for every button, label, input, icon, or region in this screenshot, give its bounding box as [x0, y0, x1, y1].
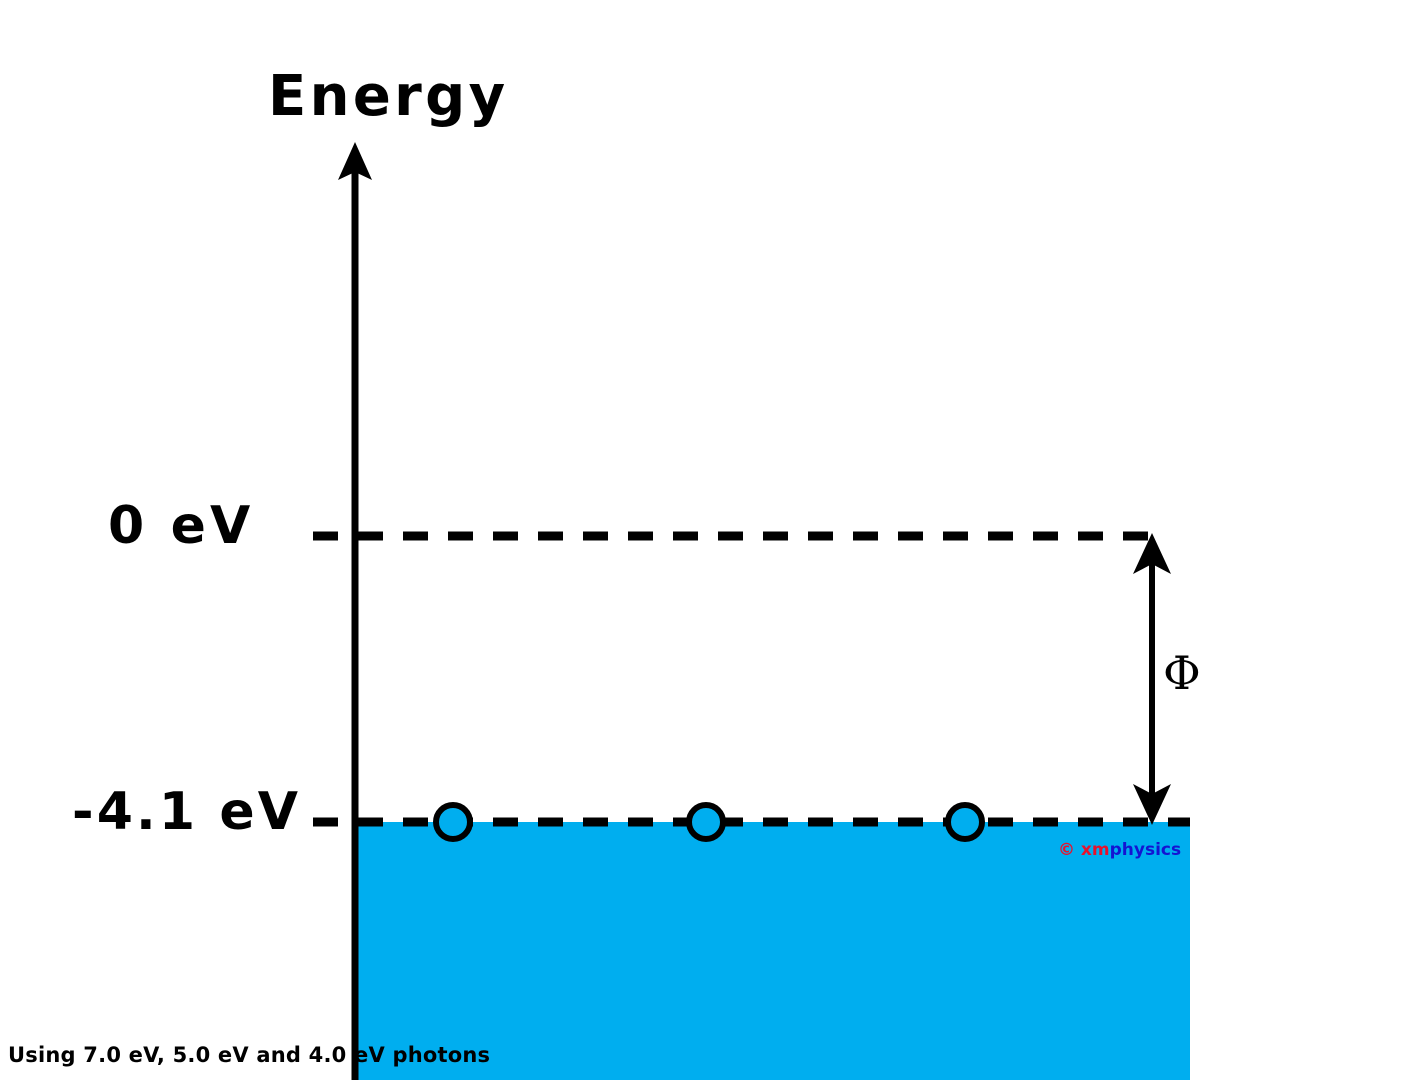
work-function-symbol: Φ — [1163, 646, 1201, 700]
work-function-arrow — [1133, 533, 1171, 825]
arrowhead-down — [1133, 784, 1171, 825]
watermark: © xmphysics — [1058, 842, 1181, 859]
electron — [433, 802, 473, 842]
energy-axis — [338, 142, 372, 1080]
figure-caption: Using 7.0 eV, 5.0 eV and 4.0 eV photons — [8, 1043, 491, 1067]
watermark-mark: © xm — [1058, 840, 1110, 860]
electron — [686, 802, 726, 842]
arrowhead-up — [1133, 533, 1171, 574]
watermark-name: physics — [1109, 840, 1182, 860]
energy-axis-label: Energy — [268, 64, 509, 129]
metal-region — [356, 822, 1190, 1080]
level-label-work-function-ev: -4.1 eV — [72, 782, 302, 842]
level-label-zero-ev: 0 eV — [108, 496, 255, 556]
axis-arrowhead — [338, 142, 372, 180]
electron — [945, 802, 985, 842]
electron-group — [433, 802, 985, 842]
